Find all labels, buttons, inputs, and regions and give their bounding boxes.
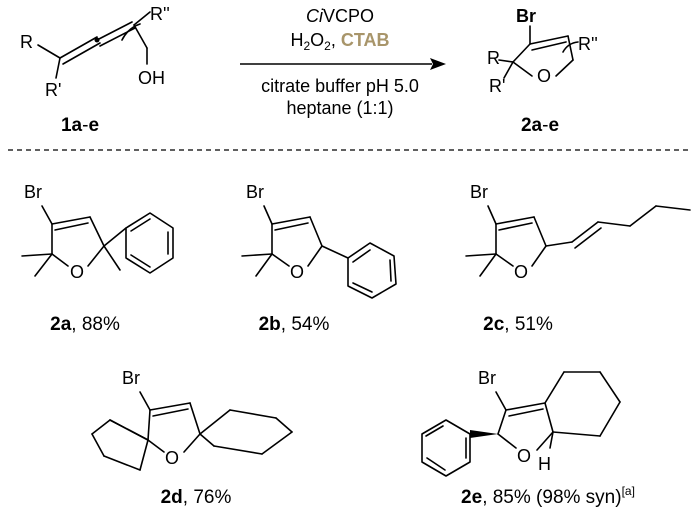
- compound-2e-label: 2e, 85% (98% syn)[a]: [461, 484, 635, 508]
- product-structure: Br O R'' R R': [487, 6, 598, 96]
- compound-2d-bromine: Br: [122, 368, 140, 388]
- reactant-r-label: R: [20, 32, 33, 52]
- reactant-structure: R R' R'' OH: [20, 4, 170, 100]
- compound-2a-oxygen: O: [70, 262, 84, 282]
- reaction-arrow: [240, 58, 446, 70]
- compound-2c-structure: Br O: [465, 182, 691, 282]
- compound-2d-oxygen: O: [165, 448, 179, 468]
- reactant-hydroxyl: OH: [138, 68, 165, 88]
- compound-2e-bromine: Br: [478, 368, 496, 388]
- compound-2a-structure: Br O: [21, 182, 174, 282]
- compound-2c-oxygen: O: [514, 262, 528, 282]
- product-r-label: R: [487, 48, 500, 68]
- compound-2e-structure: Br O H: [421, 368, 621, 477]
- compound-2b-bromine: Br: [246, 182, 264, 202]
- solvent-label: heptane (1:1): [286, 98, 393, 118]
- buffer-label: citrate buffer pH 5.0: [261, 76, 419, 96]
- compound-2d-structure: Br O: [91, 368, 293, 471]
- compound-2a-bromine: Br: [24, 182, 42, 202]
- product-r2-label: R'': [578, 34, 598, 54]
- product-r1-label: R': [489, 76, 505, 96]
- product-label: 2a-e: [521, 115, 559, 136]
- compound-2b-label: 2b, 54%: [259, 314, 330, 335]
- compound-2b-structure: Br O: [241, 182, 397, 299]
- product-bromine: Br: [516, 6, 536, 26]
- compound-2d-label: 2d, 76%: [161, 487, 232, 508]
- compound-2a-label: 2a, 88%: [50, 314, 120, 335]
- reactant-r2-label: R'': [150, 4, 170, 24]
- compound-2e-hydrogen: H: [538, 454, 551, 474]
- reactant-r1-label: R': [45, 80, 61, 100]
- compound-2c-bromine: Br: [470, 182, 488, 202]
- enzyme-label: CiVCPO: [306, 6, 374, 26]
- compound-2b-oxygen: O: [290, 262, 304, 282]
- compound-2e-oxygen: O: [517, 446, 531, 466]
- oxidant-additive-label: H2O2, CTAB: [290, 30, 389, 53]
- reactant-label: 1a-e: [61, 115, 99, 136]
- compound-2c-label: 2c, 51%: [483, 314, 553, 335]
- product-oxygen: O: [537, 66, 551, 86]
